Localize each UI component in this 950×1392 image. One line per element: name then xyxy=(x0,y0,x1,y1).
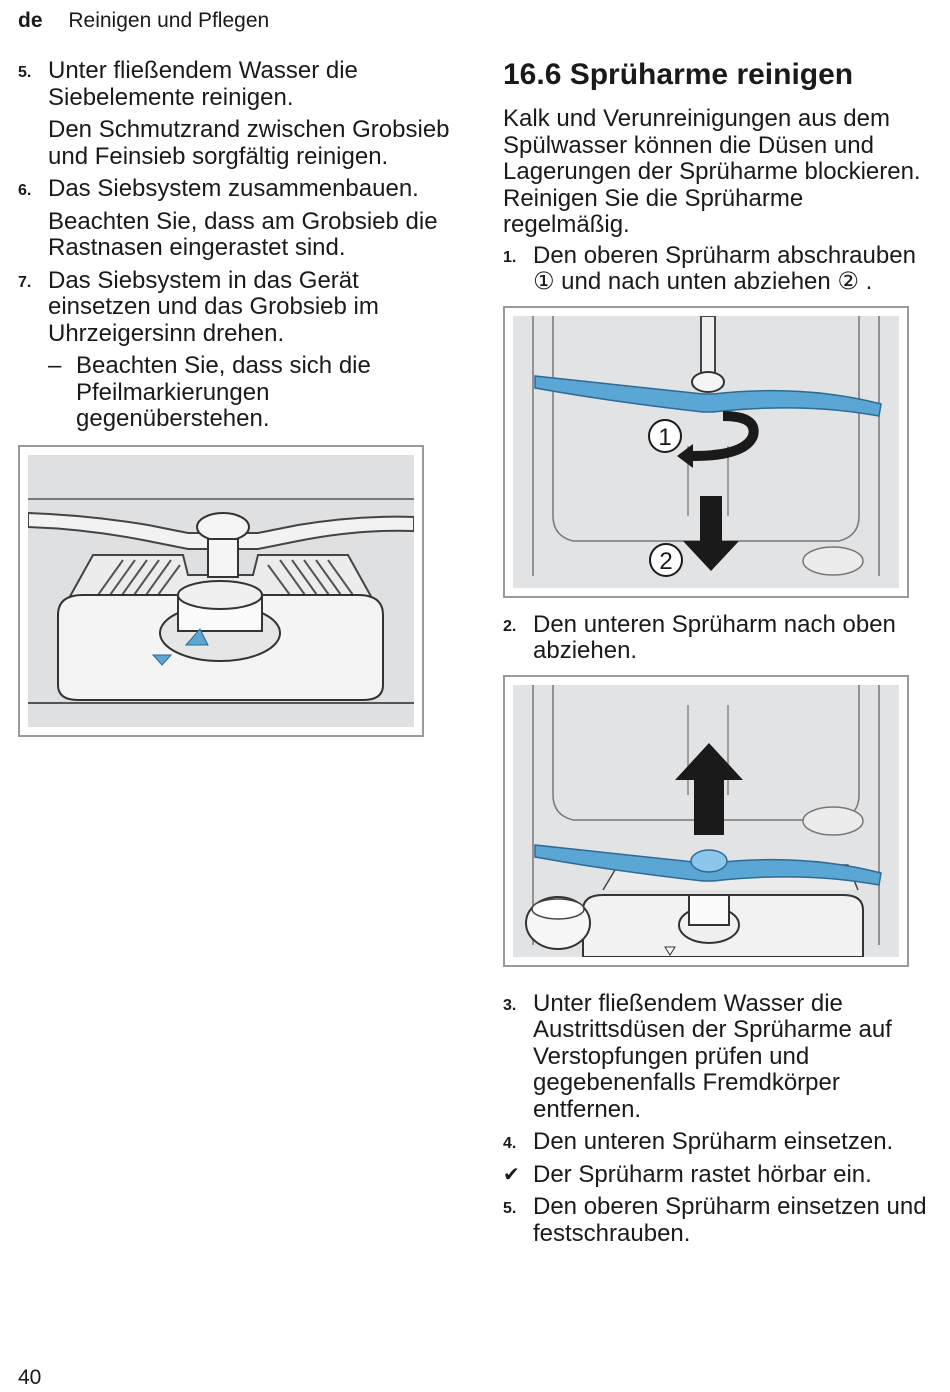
section-title: Reinigen und Pflegen xyxy=(68,9,270,32)
intro-paragraph: Kalk und Verunreinigungen aus dem Spülwa… xyxy=(503,105,921,238)
step-number: 7. xyxy=(18,273,32,291)
result-text: Der Sprüharm rastet hörbar ein. xyxy=(533,1160,872,1188)
filter-system-drawing xyxy=(28,454,414,727)
upper-spray-arm-illustration: 1 2 xyxy=(503,305,909,598)
step-2: 2. Den unteren Sprüharm nach oben abzieh… xyxy=(503,610,933,665)
step-text: Das Siebsystem in das Gerät einsetzen un… xyxy=(48,266,379,347)
step-number: 2. xyxy=(503,617,517,635)
step-number: 1. xyxy=(503,248,517,266)
step-text: Das Siebsystem zusammenbauen. xyxy=(48,175,419,202)
result-line: ✔ Der Sprüharm rastet hörbar ein. xyxy=(503,1160,933,1189)
step-5-right: 5. Den oberen Sprüharm einsetzen und fes… xyxy=(503,1193,933,1247)
lower-spray-arm-drawing xyxy=(513,684,899,957)
remaining-steps: 3. Unter fließendem Wasser die Austritts… xyxy=(503,989,933,1248)
label-1: 1 xyxy=(658,424,671,451)
step-5: 5. Unter fließendem Wasser die Siebeleme… xyxy=(18,57,458,111)
step-number: 4. xyxy=(503,1135,517,1152)
step-5-note: Den Schmutzrand zwischen Grobsieb und Fe… xyxy=(48,116,450,170)
step-3: 3. Unter fließendem Wasser die Austritts… xyxy=(503,989,933,1124)
step-text: Den oberen Sprüharm abschrauben ① und na… xyxy=(533,241,916,295)
checkmark-icon: ✔ xyxy=(503,1163,520,1186)
step-7: 7. Das Siebsystem in das Gerät einsetzen… xyxy=(18,266,458,348)
step-number: 5. xyxy=(503,1200,517,1217)
step-7-bullet: – Beachten Sie, dass sich die Pfeilmarki… xyxy=(18,352,458,433)
filter-system-illustration xyxy=(18,444,424,737)
dash-marker: – xyxy=(48,352,62,379)
step-6-note: Beachten Sie, dass am Grobsieb die Rastn… xyxy=(48,207,438,261)
step-text: Den unteren Sprüharm nach oben abziehen. xyxy=(533,610,896,664)
step-text: Unter fließendem Wasser die Siebelemente… xyxy=(48,57,358,111)
step-1: 1. Den oberen Sprüharm abschrauben ① und… xyxy=(503,241,933,296)
upper-spray-arm-drawing: 1 2 xyxy=(513,315,899,588)
right-column: 16.6 Sprüharme reinigen Kalk und Verunre… xyxy=(503,58,933,1253)
section-heading: 16.6 Sprüharme reinigen xyxy=(503,58,854,91)
page-number: 40 xyxy=(18,1366,42,1389)
bullet-text: Beachten Sie, dass sich die Pfeilmarkier… xyxy=(76,352,371,432)
step-number: 3. xyxy=(503,996,517,1014)
step-text: Den oberen Sprüharm einsetzen und festsc… xyxy=(533,1193,927,1247)
step-number: 5. xyxy=(18,64,32,81)
step-4: 4. Den unteren Sprüharm einsetzen. xyxy=(503,1128,933,1156)
label-2: 2 xyxy=(659,548,672,575)
step-text: Unter fließendem Wasser die Austrittsdüs… xyxy=(533,989,892,1123)
step-6: 6. Das Siebsystem zusammenbauen. xyxy=(18,175,458,203)
step-number: 6. xyxy=(18,182,32,199)
page-header: de Reinigen und Pflegen xyxy=(18,8,269,34)
step-text: Den unteren Sprüharm einsetzen. xyxy=(533,1128,894,1155)
left-column: 5. Unter fließendem Wasser die Siebeleme… xyxy=(18,57,458,737)
language-code: de xyxy=(18,9,43,32)
lower-spray-arm-illustration xyxy=(503,674,909,967)
